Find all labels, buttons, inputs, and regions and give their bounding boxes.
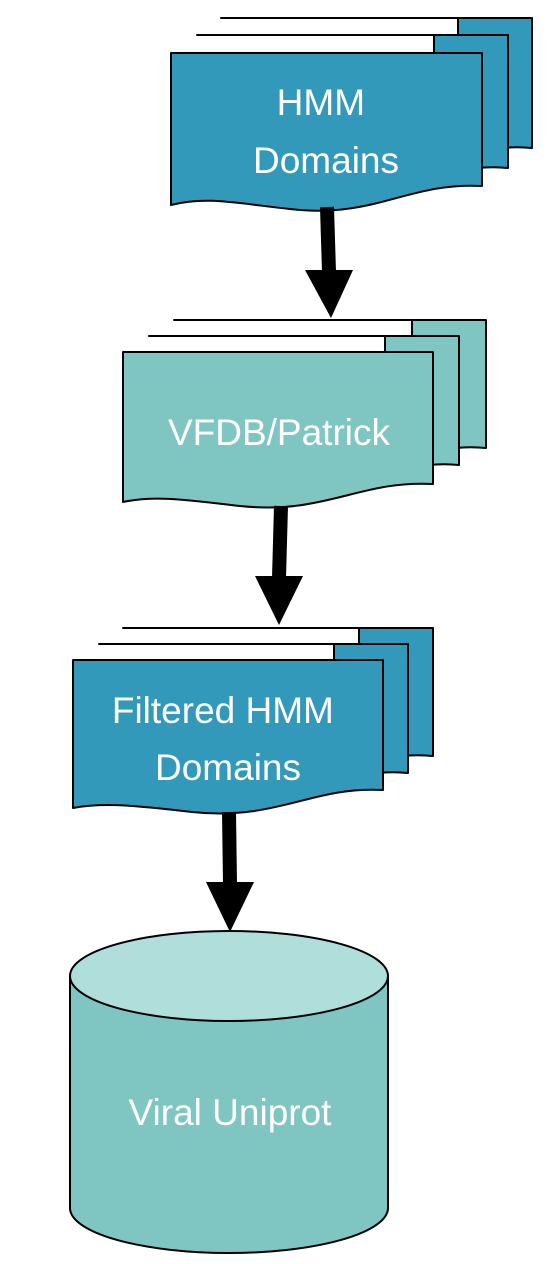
arrow-head: [305, 270, 353, 318]
filtered-hmm-domains-label-line-1: Filtered HMM: [112, 690, 334, 731]
arrow-hmm-to-vfdb: [305, 206, 353, 318]
hmm-domains-label-line-1: HMM: [277, 82, 365, 123]
viral-uniprot-cylinder-top: [69, 930, 389, 1022]
viral-uniprot-label: Viral Uniprot: [129, 1092, 333, 1133]
arrow-filtered-to-uniprot: [206, 811, 254, 932]
filtered-hmm-domains-label-line-2: Domains: [155, 747, 301, 788]
vfdb-patrick-node: VFDB/Patrick: [122, 319, 487, 509]
svg-text:Viral Uniprot: Viral Uniprot: [129, 1092, 333, 1133]
arrow-head: [255, 576, 303, 625]
viral-uniprot-node: Viral Uniprot: [69, 930, 389, 1254]
arrow-shaft: [222, 811, 237, 885]
svg-text:HMM Domains: HMM Domains: [253, 82, 399, 181]
viral-uniprot-cylinder-body: [69, 975, 389, 1254]
hmm-domains-node: HMM Domains: [170, 17, 533, 212]
svg-text:VFDB/Patrick: VFDB/Patrick: [168, 412, 391, 453]
vfdb-patrick-label: VFDB/Patrick: [168, 412, 391, 453]
hmm-domains-label-line-2: Domains: [253, 140, 399, 181]
arrow-head: [206, 882, 254, 932]
arrow-shaft: [320, 206, 336, 273]
vfdb-patrick-front-page: [122, 351, 434, 509]
filtered-hmm-domains-front-page: [72, 659, 384, 815]
hmm-domains-front-page: [170, 52, 483, 212]
arrow-vfdb-to-filtered: [255, 505, 303, 625]
arrow-shaft: [272, 505, 288, 579]
svg-text:Filtered HMM Domains: Filtered HMM Domains: [112, 690, 344, 788]
filtered-hmm-domains-node: Filtered HMM Domains: [72, 627, 434, 815]
